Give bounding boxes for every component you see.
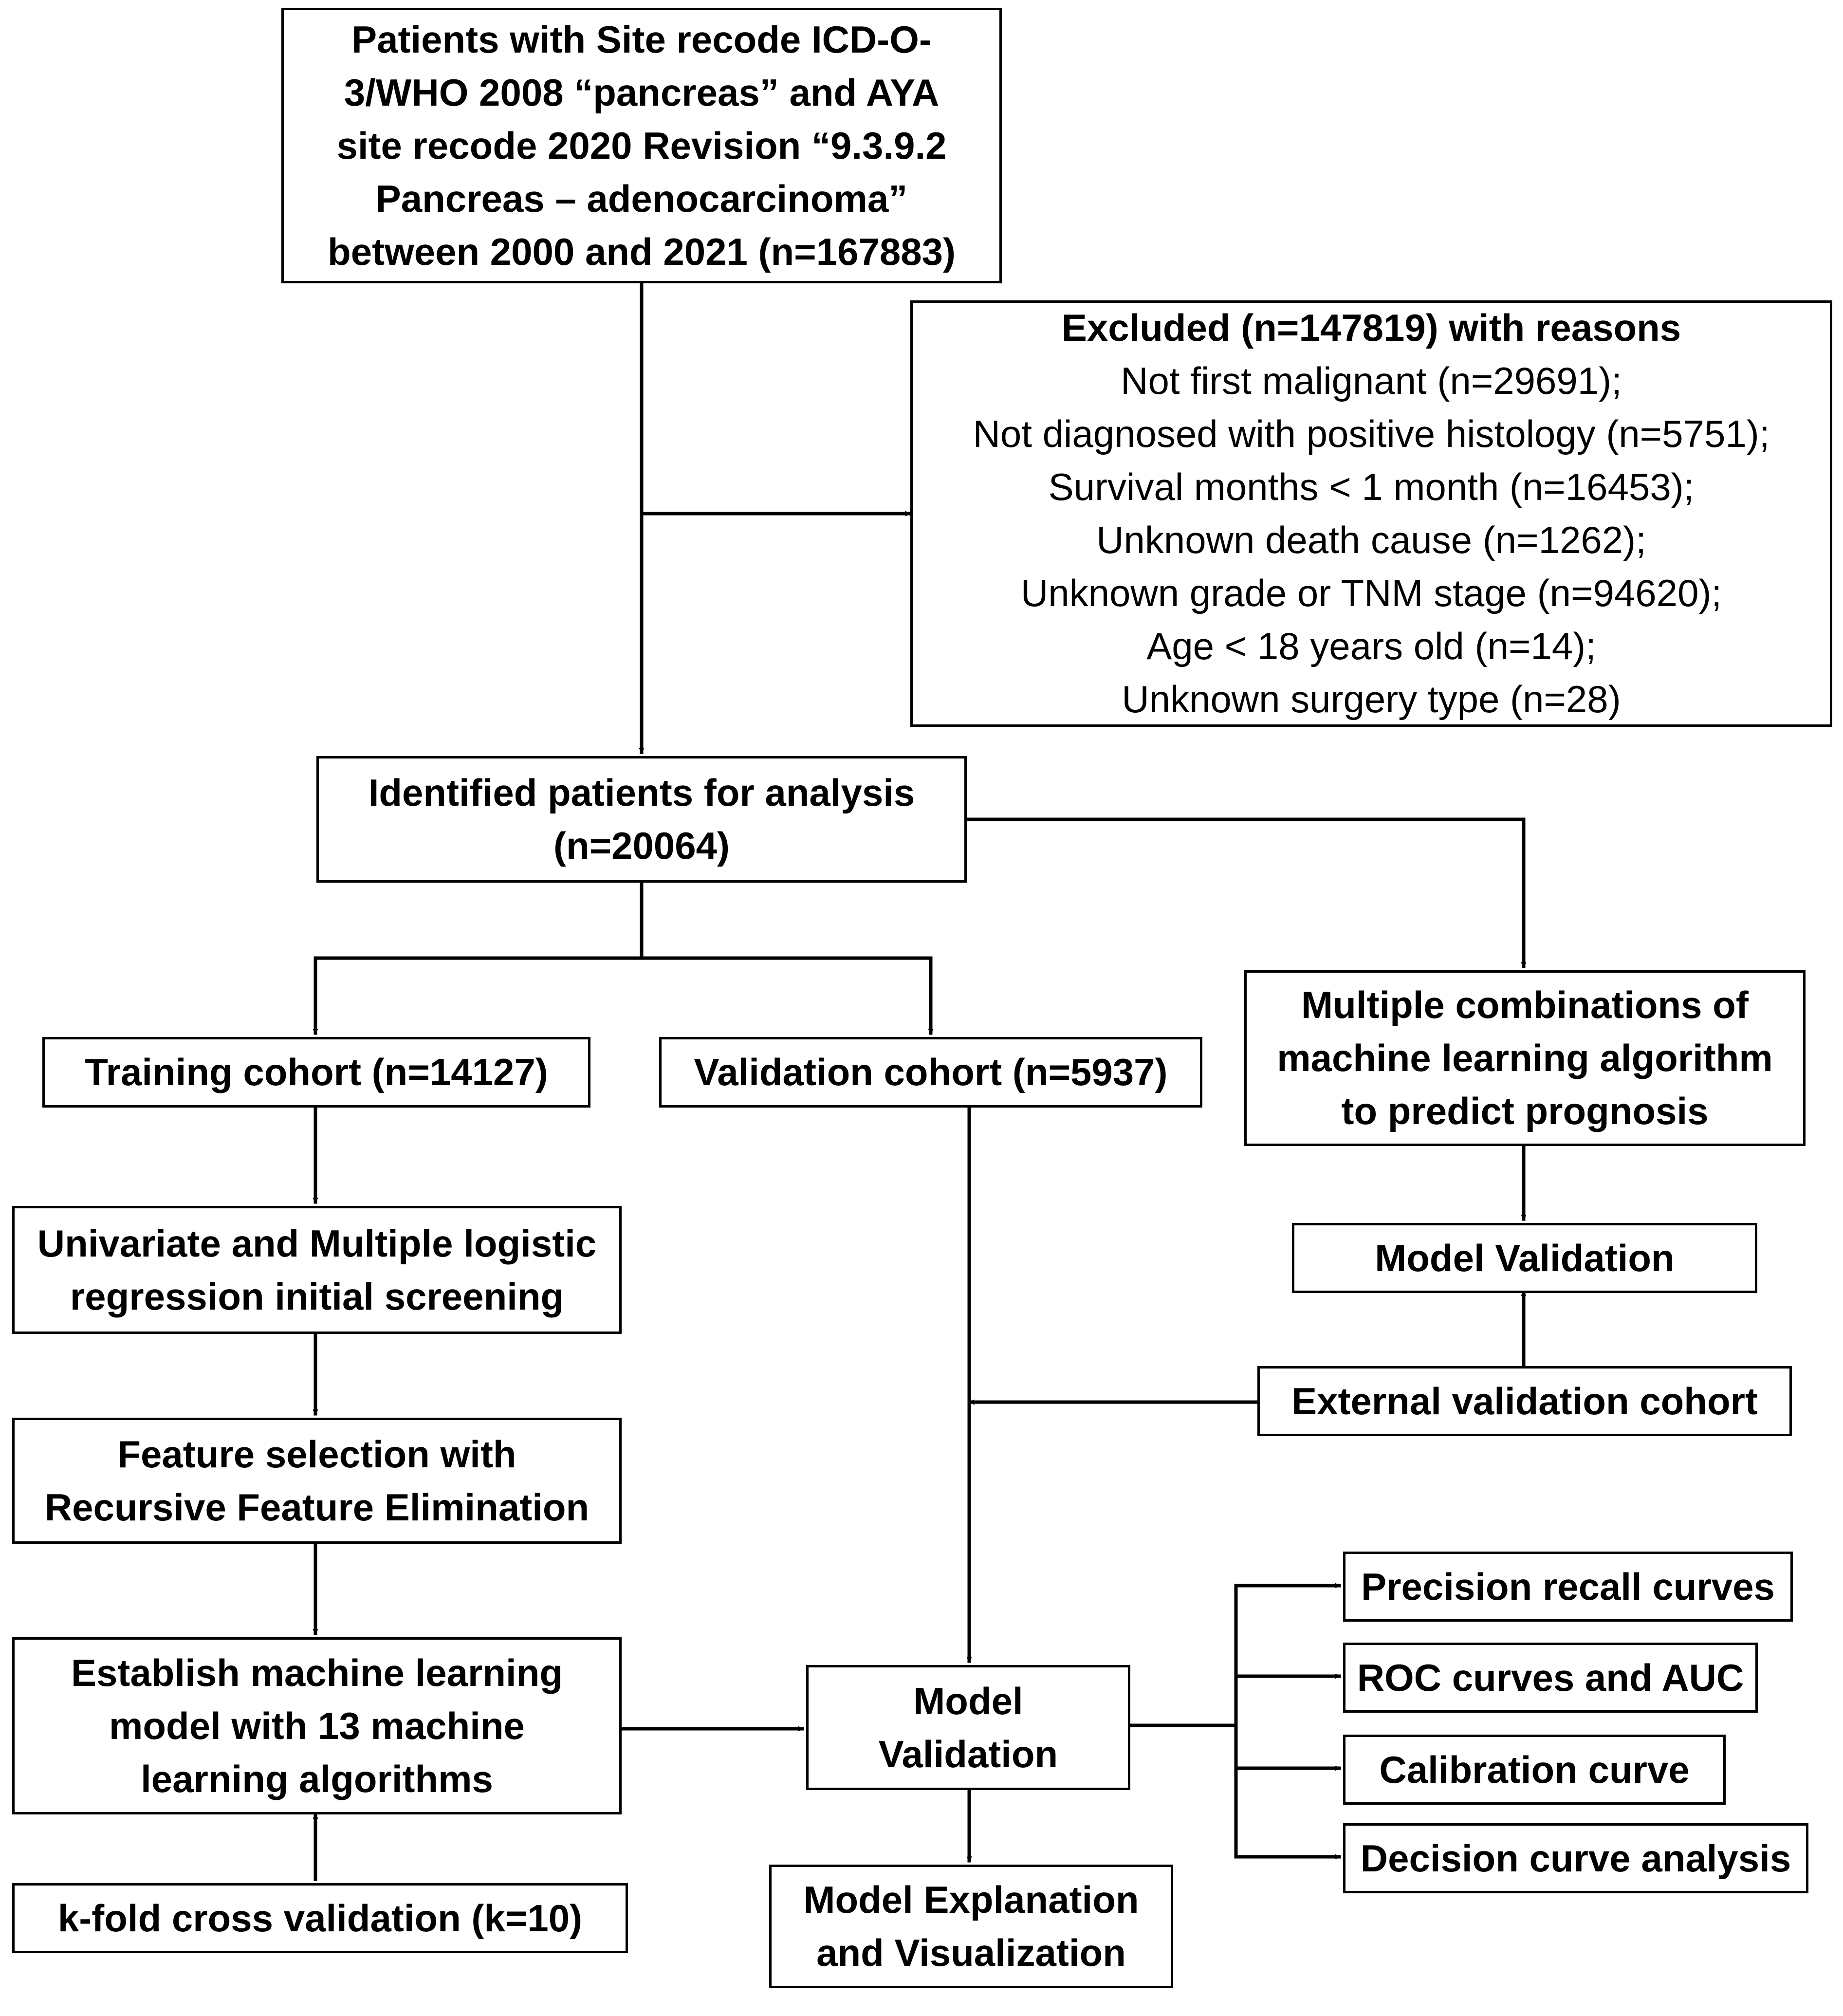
decision-curve-box: Decision curve analysis: [1343, 1823, 1808, 1893]
training-cohort-box: Training cohort (n=14127): [42, 1037, 590, 1108]
kfold-box: k-fold cross validation (k=10): [12, 1883, 628, 1953]
validation-cohort-box: Validation cohort (n=5937): [659, 1037, 1202, 1108]
model-explanation-line-1: Model Explanation: [803, 1878, 1139, 1921]
patients-box: Patients with Site recode ICD-O- 3/WHO 2…: [281, 8, 1002, 283]
model-validation-center-box: Model Validation: [806, 1665, 1130, 1790]
precision-recall-box: Precision recall curves: [1343, 1552, 1793, 1622]
model-validation-center-line-1: Model: [913, 1679, 1023, 1722]
univariate-box: Univariate and Multiple logistic regress…: [12, 1206, 622, 1334]
model-explanation-line-2: and Visualization: [816, 1931, 1126, 1974]
excluded-reason: Survival months < 1 month (n=16453);: [1048, 465, 1695, 508]
external-validation-box: External validation cohort: [1257, 1366, 1792, 1436]
patients-line-1: Patients with Site recode ICD-O-: [351, 18, 932, 61]
establish-model-line-1: Establish machine learning: [71, 1651, 563, 1694]
model-validation-right-label: Model Validation: [1375, 1236, 1675, 1279]
feature-selection-line-2: Recursive Feature Elimination: [44, 1485, 590, 1529]
establish-model-line-2: model with 13 machine: [109, 1704, 525, 1747]
excluded-title: Excluded (n=147819) with reasons: [1061, 306, 1681, 349]
model-validation-center-line-2: Validation: [878, 1732, 1058, 1776]
combinations-box: Multiple combinations of machine learnin…: [1244, 970, 1806, 1146]
connector-identified-to-training: [315, 881, 644, 1035]
univariate-line-2: regression initial screening: [70, 1275, 564, 1318]
univariate-line-1: Univariate and Multiple logistic: [37, 1221, 597, 1265]
excluded-reason: Unknown death cause (n=1262);: [1096, 518, 1646, 561]
validation-cohort-label: Validation cohort (n=5937): [694, 1051, 1168, 1093]
decision-curve-label: Decision curve analysis: [1360, 1836, 1791, 1880]
kfold-label: k-fold cross validation (k=10): [57, 1896, 583, 1940]
patients-line-3: site recode 2020 Revision “9.3.9.2: [336, 124, 947, 167]
patients-line-4: Pancreas – adenocarcinoma”: [375, 177, 908, 220]
identified-line-2: (n=20064): [553, 824, 730, 867]
combinations-line-2: machine learning algorithm: [1277, 1036, 1773, 1079]
excluded-reason: Unknown surgery type (n=28): [1122, 678, 1621, 721]
identified-box: Identified patients for analysis (n=2006…: [316, 756, 967, 883]
feature-selection-box: Feature selection with Recursive Feature…: [12, 1418, 622, 1544]
excluded-reason: Not first malignant (n=29691);: [1121, 359, 1622, 402]
connector-identified-to-validation-cohort: [640, 956, 931, 1035]
precision-recall-label: Precision recall curves: [1361, 1565, 1775, 1608]
training-cohort-label: Training cohort (n=14127): [85, 1051, 548, 1093]
excluded-reason: Not diagnosed with positive histology (n…: [973, 412, 1770, 455]
establish-model-box: Establish machine learning model with 13…: [12, 1637, 622, 1814]
feature-selection-line-1: Feature selection with: [117, 1432, 516, 1476]
patients-line-5: between 2000 and 2021 (n=167883): [328, 230, 956, 273]
calibration-curve-box: Calibration curve: [1343, 1735, 1726, 1805]
identified-line-1: Identified patients for analysis: [368, 771, 915, 814]
roc-auc-box: ROC curves and AUC: [1343, 1643, 1758, 1713]
excluded-reason: Age < 18 years old (n=14);: [1146, 625, 1596, 667]
excluded-reason: Unknown grade or TNM stage (n=94620);: [1020, 572, 1722, 614]
combinations-line-1: Multiple combinations of: [1301, 983, 1749, 1026]
model-explanation-box: Model Explanation and Visualization: [769, 1865, 1173, 1988]
patients-line-2: 3/WHO 2008 “pancreas” and AYA: [344, 71, 940, 114]
combinations-line-3: to predict prognosis: [1341, 1090, 1709, 1132]
establish-model-line-3: learning algorithms: [141, 1757, 493, 1800]
roc-auc-label: ROC curves and AUC: [1357, 1656, 1744, 1699]
connector-identified-to-combinations: [965, 817, 1524, 968]
excluded-box: Excluded (n=147819) with reasons Not fir…: [910, 300, 1832, 727]
external-validation-label: External validation cohort: [1291, 1379, 1758, 1423]
calibration-curve-label: Calibration curve: [1379, 1748, 1690, 1791]
model-validation-right-box: Model Validation: [1292, 1223, 1757, 1293]
